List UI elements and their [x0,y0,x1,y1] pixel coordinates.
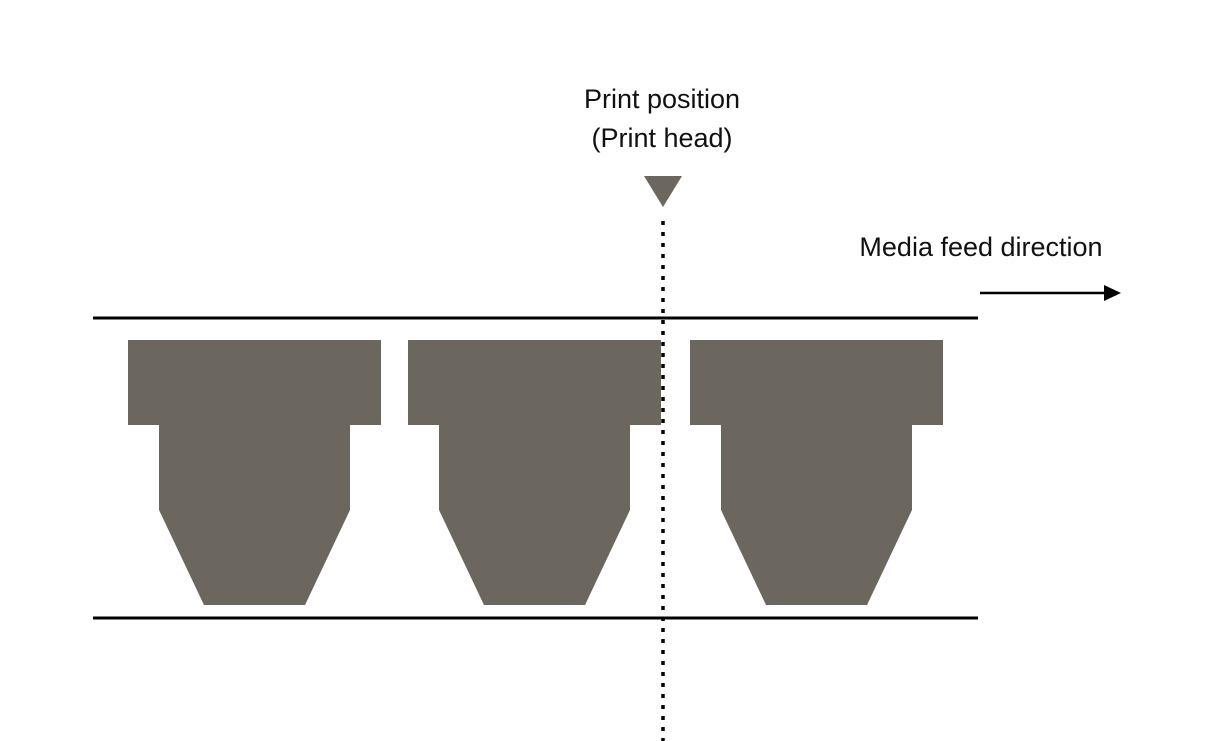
print-head-marker-triangle-icon [644,176,682,207]
media-feed-arrow-head-icon [1104,285,1121,301]
label-shape-1 [128,340,381,605]
print-position-label-line2: (Print head) [591,123,733,154]
media-feed-direction-label: Media feed direction [859,232,1103,262]
label-shape-3 [690,340,943,605]
print-position-label: Print position (Print head) [584,80,740,158]
print-position-label-line1: Print position [583,84,741,114]
label-shape-2 [408,340,661,605]
